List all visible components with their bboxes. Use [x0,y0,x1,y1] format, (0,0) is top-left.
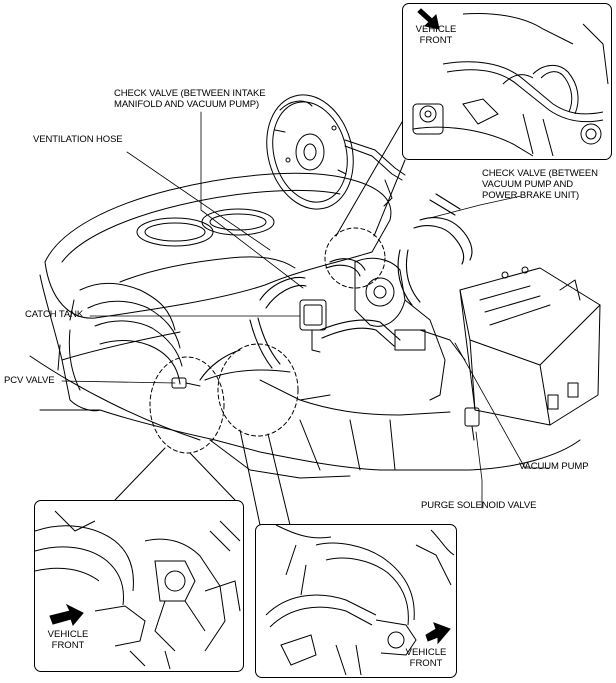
vehicle-front-line-1: VEHICLE [415,24,457,35]
vehicle-front-label-left: VEHICLE FRONT [40,629,96,651]
catch-tank-part [299,299,327,353]
vehicle-front-line-2: FRONT [409,658,443,669]
label-check-valve-intake: CHECK VALVE (BETWEEN INTAKE MANIFOLD AND… [114,88,266,110]
label-check-valve-intake-line-2: MANIFOLD AND VACUUM PUMP) [114,99,260,110]
inset-connectors [114,121,406,526]
vehicle-front-line-2: FRONT [419,35,453,46]
vehicle-front-line-1: VEHICLE [405,647,447,658]
brake-booster [266,94,406,210]
vehicle-front-label-right: VEHICLE FRONT [398,647,454,669]
detail-inset-intake-check-valve [255,524,457,678]
vehicle-front-label-top: VEHICLE FRONT [410,24,462,46]
label-catch-tank: CATCH TANK [25,309,84,320]
inset-drawing [412,8,609,157]
vehicle-front-line-1: VEHICLE [47,629,89,640]
detail-inset-pcv-valve [34,500,244,672]
vacuum-pump [354,257,466,401]
detail-inset-brake-check-valve [402,3,612,160]
label-pcv-valve: PCV VALVE [4,375,55,386]
label-check-valve-brake-line-3: POWER BRAKE UNIT) [482,190,580,201]
engine-cover [39,172,392,412]
label-check-valve-brake-line-2: VACUUM PUMP AND [482,179,574,190]
purge-solenoid-part [464,407,480,441]
label-vacuum-pump: VACUUM PUMP [519,461,589,472]
label-ventilation-hose: VENTILATION HOSE [33,134,123,145]
detail-circles [149,227,386,454]
label-check-valve-brake-line-1: CHECK VALVE (BETWEEN [482,168,598,179]
inset-drawing [265,525,455,676]
vacuum-hoses [199,193,473,381]
engine-lower-body [29,355,581,479]
intake-manifold [57,256,296,391]
label-check-valve-brake: CHECK VALVE (BETWEEN VACUUM PUMP AND POW… [482,168,598,201]
pcv-valve-part [171,377,201,389]
label-purge-solenoid-valve: PURGE SOLENOID VALVE [421,500,537,511]
label-check-valve-intake-line-1: CHECK VALVE (BETWEEN INTAKE [114,88,266,99]
leader-lines [61,111,550,509]
inset-drawing [35,510,241,670]
vehicle-front-line-2: FRONT [51,640,85,651]
fuse-box [459,266,601,426]
